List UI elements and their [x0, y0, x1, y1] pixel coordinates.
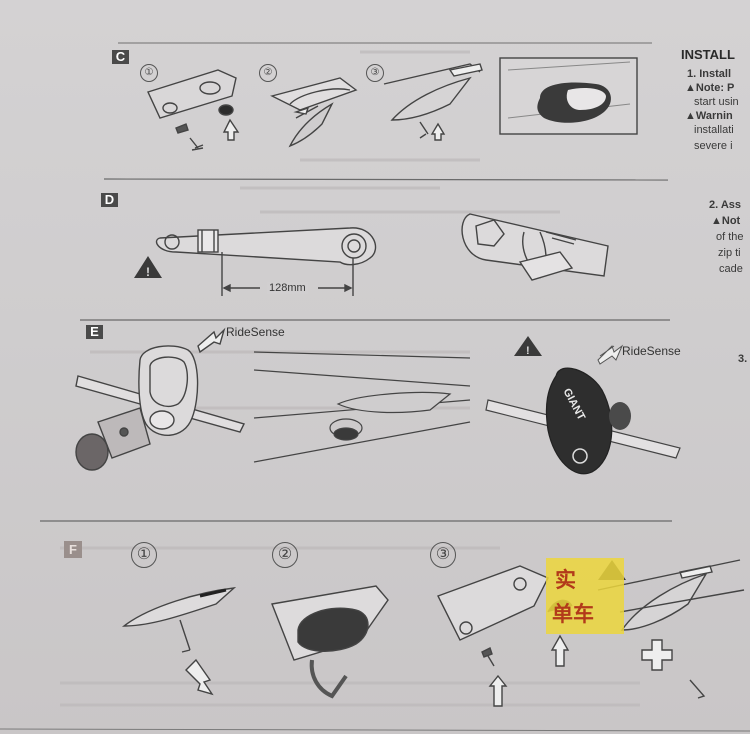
section-d-crank-arm-drawing: [155, 227, 377, 296]
section-label-d: D: [101, 193, 118, 207]
step-number: ①: [131, 542, 157, 568]
section-f-step2-drawing: [271, 585, 389, 699]
side-line: 2. Ass: [709, 199, 742, 211]
section-e-center-drawing: [253, 351, 471, 463]
section-c-step3-drawing: [383, 63, 483, 141]
section-label-f: F: [64, 541, 82, 558]
section-label-e: E: [86, 325, 103, 339]
side-line: 1. Install: [687, 68, 732, 80]
warning-triangle-icon: !: [134, 256, 162, 279]
section-e-left-sensor-drawing: [75, 327, 246, 471]
watermark-char: 实: [555, 568, 576, 592]
watermark-logo: 实 单车: [546, 558, 624, 634]
side-line: cade: [719, 263, 743, 275]
watermark-char: 单车: [552, 602, 594, 626]
side-line: start usin: [694, 96, 739, 108]
step-number: ②: [272, 542, 298, 568]
section-f-step1-drawing: [121, 587, 237, 696]
section-d-crank-closeup-drawing: [461, 213, 609, 281]
side-column-title: INSTALL: [681, 47, 735, 62]
side-line: installati: [694, 124, 734, 136]
section-c-step1-drawing: [147, 69, 240, 151]
measurement-label: 128mm: [267, 282, 308, 294]
warning-triangle-icon: !: [514, 336, 542, 357]
section-e-right-sensor-drawing: GIANT: [485, 344, 681, 475]
step-number: ③: [366, 64, 384, 82]
side-line: ▲Note: P: [685, 82, 735, 94]
side-line: zip ti: [718, 247, 741, 259]
section-label-c: C: [112, 50, 129, 64]
step-number: ③: [430, 542, 456, 568]
step-number: ②: [259, 64, 277, 82]
side-line: of the: [716, 231, 744, 243]
side-line: ▲Warnin: [685, 110, 733, 122]
svg-text:!: !: [146, 265, 150, 279]
ridesense-callout: RideSense: [622, 344, 681, 358]
side-line: ▲Not: [711, 215, 741, 227]
bleed-through-lines: [60, 50, 640, 707]
section-c-inset-photo: [499, 57, 638, 135]
side-line: 3.: [738, 353, 748, 365]
side-line: severe i: [694, 140, 733, 152]
rule-bottom: [0, 728, 750, 732]
section-c-step2-drawing: [270, 77, 358, 148]
svg-text:!: !: [526, 345, 530, 357]
rule-c-d: [103, 178, 669, 181]
ridesense-callout: RideSense: [226, 325, 285, 339]
step-number: ①: [140, 64, 158, 82]
